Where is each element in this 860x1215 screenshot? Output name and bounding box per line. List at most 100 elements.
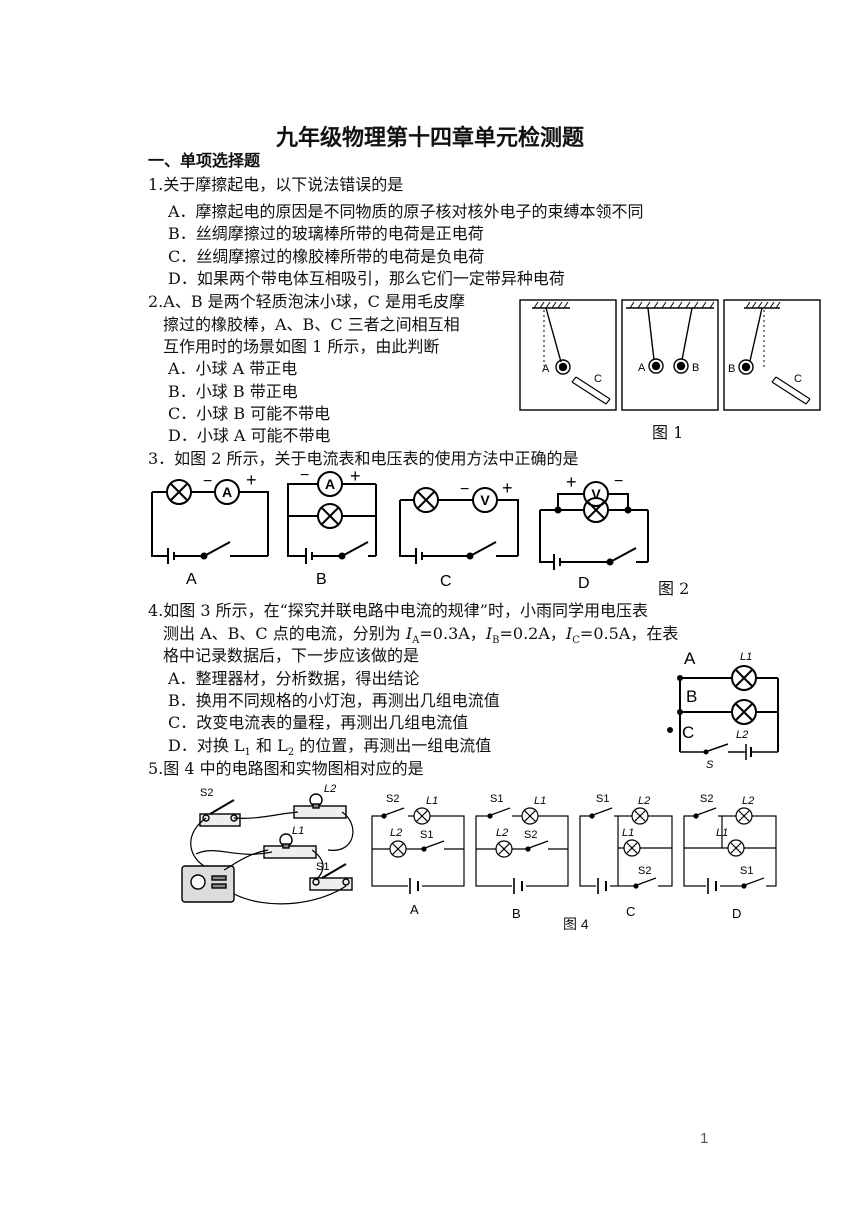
fig4a-mid-switch: S1 <box>420 829 433 841</box>
fig1-panel-2 <box>621 299 719 411</box>
q2-stem-line2: 擦过的橡胶棒，A、B、C 三者之间相互相 <box>163 315 460 334</box>
fig3-point-c <box>667 727 673 733</box>
q4-ib: I <box>485 624 493 643</box>
fig4b-top-switch: S1 <box>490 793 503 805</box>
fig1-panel-3 <box>723 299 821 411</box>
q4-ia-val: =0.3A， <box>419 624 486 643</box>
photo-switch-s2 <box>199 813 241 827</box>
fig4a-top-switch: S2 <box>386 793 399 805</box>
fig4b-mid-switch: S2 <box>524 829 537 841</box>
fig1-ball-a <box>555 359 571 375</box>
fig1-caption: 图 1 <box>652 423 684 442</box>
figure-4-circuits: S2 L1 L2 S1 A S1 L1 L2 S2 B S1 L2 L1 S2 … <box>371 793 777 921</box>
fig1-label-c2: C <box>794 373 802 385</box>
fig1-rod-c2 <box>771 376 811 405</box>
fig2-minus-b: − <box>300 470 309 484</box>
q4-optd-sub1: 1 <box>244 747 251 759</box>
q1-option-b: B．丝绸摩擦过的玻璃棒所带的电荷是正电荷 <box>168 224 484 243</box>
fig4-circuit-c <box>579 807 673 894</box>
q1-option-d: D．如果两个带电体互相吸引，那么它们一定带异种电荷 <box>168 269 565 288</box>
fig2-label-c: C <box>440 573 452 590</box>
fig1-label-b2: B <box>728 363 735 375</box>
fig3-lamp-l2 <box>731 699 757 725</box>
fig4c-mid-lamp: L1 <box>622 827 634 839</box>
q3-stem: 3．如图 2 所示，关于电流表和电压表的使用方法中正确的是 <box>148 449 579 468</box>
q4-ic-val: =0.5A，在表 <box>579 624 679 643</box>
q4-text: 测出 A、B、C 点的电流，分别为 <box>163 624 406 643</box>
photo-label-s1: S1 <box>316 861 329 873</box>
fig3-point-b <box>677 709 683 715</box>
fig2-ammeter-b <box>317 471 343 497</box>
photo-label-l2: L2 <box>324 784 336 795</box>
q4-stem-line1: 4.如图 3 所示，在“探究并联电路中电流的规律”时，小雨同学用电压表 <box>148 601 648 620</box>
fig3-switch <box>707 743 729 752</box>
fig4d-label: D <box>732 906 741 921</box>
q4-optd-sub2: 2 <box>287 747 295 759</box>
fig2-lamp-b <box>317 503 343 529</box>
fig2-plus-c: + <box>502 478 513 498</box>
section-heading: 一、单项选择题 <box>148 151 261 170</box>
fig2-voltmeter-d <box>583 481 609 507</box>
fig1-panel-1 <box>519 299 617 411</box>
q2-option-a: A．小球 A 带正电 <box>168 359 298 378</box>
q4-ic-sub: C <box>572 635 580 647</box>
q4-option-b: B．换用不同规格的小灯泡，再测出几组电流值 <box>168 691 500 710</box>
q4-option-d: D．对换 L1 和 L2 的位置，再测出一组电流值 <box>168 735 491 764</box>
photo-lamp-l1 <box>263 845 317 859</box>
fig2-voltmeter-c-letter: V <box>480 492 490 508</box>
fig1-label-c: C <box>594 373 602 385</box>
fig4-circuit-d <box>683 807 777 894</box>
fig2-lamp-d <box>583 497 609 523</box>
fig1-ball-b <box>673 358 689 374</box>
q4-ib-sub: B <box>492 635 500 647</box>
photo-switch-s1 <box>309 877 353 891</box>
page-title: 九年级物理第十四章单元检测题 <box>275 125 584 151</box>
figure-1: A C A B B C <box>519 299 821 411</box>
fig4-circuit-b <box>475 807 569 894</box>
fig4c-top-lamp: L2 <box>638 795 650 807</box>
fig2-caption: 图 2 <box>658 579 690 598</box>
q4-optd-text1: D．对换 L <box>168 736 245 755</box>
fig2-label-b: B <box>316 571 327 588</box>
fig4d-bottom-switch: S1 <box>740 865 753 877</box>
fig1-ball-b2 <box>738 359 754 375</box>
fig4b-label: B <box>512 906 521 921</box>
figure-2: A − + A − + V − + V + − A B C D <box>151 470 649 590</box>
fig2-ammeter-a-letter: A <box>222 484 232 500</box>
q2-stem-line3: 互作用时的场景如图 1 所示，由此判断 <box>163 337 440 356</box>
fig3-label-s: S <box>706 759 714 771</box>
fig4b-top-lamp: L1 <box>534 795 546 807</box>
q4-ia-sub: A <box>412 635 420 647</box>
fig2-ammeter-b-letter: A <box>325 476 335 492</box>
fig2-plus-a: + <box>246 470 257 490</box>
q2-option-d: D．小球 A 可能不带电 <box>168 426 331 445</box>
photo-lamp-l2 <box>293 805 347 819</box>
q4-stem-line2: 测出 A、B、C 点的电流，分别为 IA=0.3A，IB=0.2A，IC=0.5… <box>163 623 678 652</box>
fig4d-top-switch: S2 <box>700 793 713 805</box>
fig2-minus-d: − <box>614 473 623 490</box>
q2-option-b: B．小球 B 带正电 <box>168 382 298 401</box>
fig3-label-l2: L2 <box>736 729 748 741</box>
fig4-caption: 图 4 <box>563 916 589 932</box>
fig2-voltmeter-d-letter: V <box>591 486 601 502</box>
fig1-ball-a2 <box>648 358 664 374</box>
fig4-circuit-a <box>371 807 465 894</box>
fig3-lamp-l1 <box>731 665 757 691</box>
q1-stem: 1.关于摩擦起电，以下说法错误的是 <box>148 175 404 194</box>
photo-label-l1: L1 <box>292 825 304 837</box>
fig4a-label: A <box>410 902 419 917</box>
fig2-plus-d: + <box>566 472 577 492</box>
fig2-circuit-a <box>151 479 269 564</box>
q4-optd-text2: 和 L <box>250 736 288 755</box>
q4-optd-text3: 的位置，再测出一组电流值 <box>294 736 492 755</box>
fig4a-mid-lamp: L2 <box>390 827 402 839</box>
fig4b-mid-lamp: L2 <box>496 827 508 839</box>
fig2-label-d: D <box>578 575 590 590</box>
fig3-point-a <box>677 675 683 681</box>
fig4d-mid-lamp: L1 <box>716 827 728 839</box>
q2-stem-line1: 2.A、B 是两个轻质泡沫小球，C 是用毛皮摩 <box>148 292 465 311</box>
fig1-rod-c <box>571 376 611 405</box>
q4-option-a: A．整理器材，分析数据，得出结论 <box>168 669 420 688</box>
fig3-label-b: B <box>686 687 697 706</box>
fig3-label-a: A <box>684 649 696 668</box>
